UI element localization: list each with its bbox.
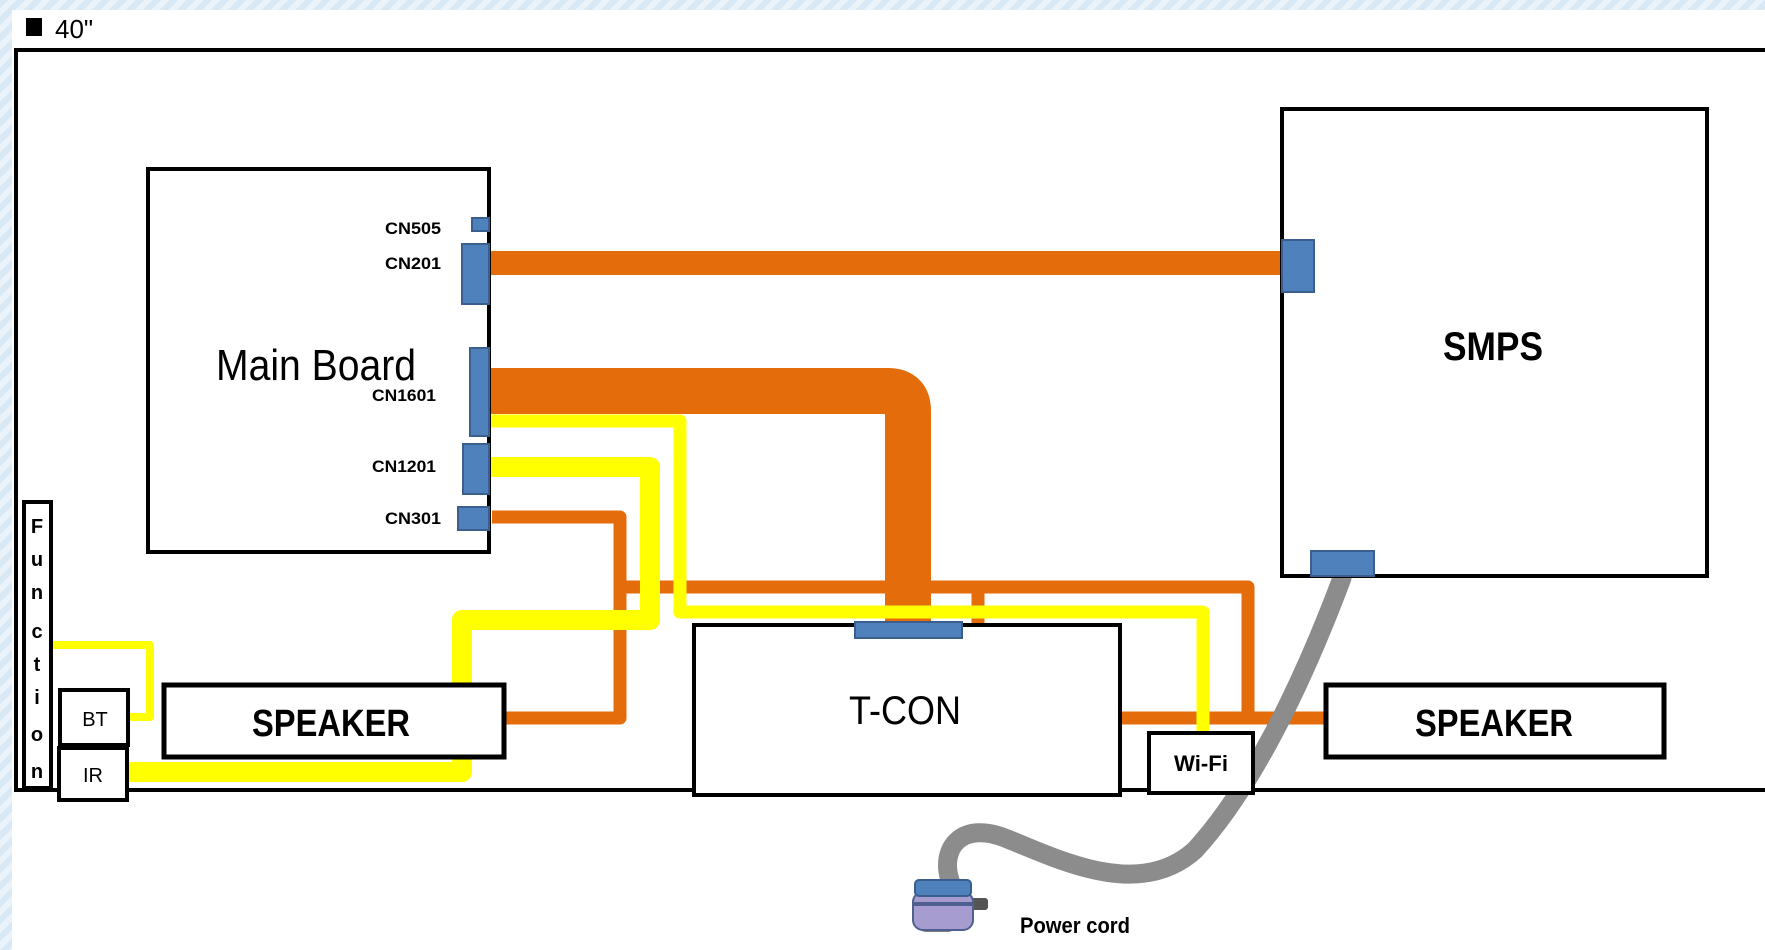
tcon-box [692, 623, 1122, 797]
connector-cn301 [457, 506, 490, 531]
bt-box [58, 688, 130, 747]
power-plug-icon [912, 879, 988, 932]
svg-text:t: t [34, 654, 41, 676]
cable-cn1601-wifi [490, 414, 1210, 740]
speaker-right-label: SPEAKER [1415, 703, 1573, 745]
connector-cn505 [471, 217, 490, 232]
ir-box [57, 746, 129, 802]
power-cord-label: Power cord [1020, 913, 1130, 938]
connector-smps-power [1310, 550, 1375, 577]
connector-cn201 [461, 243, 490, 305]
connector-smps-input [1281, 239, 1315, 293]
svg-text:n: n [31, 761, 43, 783]
svg-text:n: n [31, 582, 43, 604]
smps-box [1280, 107, 1709, 578]
function-strip-box [22, 500, 53, 790]
speaker-left-label: SPEAKER [252, 703, 410, 745]
connector-cn1201 [462, 443, 490, 495]
svg-text:F: F [31, 516, 43, 538]
cn1601-label: CN1601 [372, 386, 436, 405]
svg-text:c: c [31, 621, 42, 643]
connectors [457, 217, 1375, 639]
cn301-label: CN301 [385, 509, 441, 528]
wifi-label: Wi-Fi [1174, 751, 1228, 776]
cable-function-bt [50, 641, 154, 721]
cable-cn1601-tcon [490, 368, 931, 622]
cn505-label: CN505 [385, 219, 441, 238]
main-board-box [146, 167, 491, 554]
header-title: 40" [55, 14, 93, 44]
wifi-box [1147, 731, 1255, 795]
connector-cn1601 [469, 347, 490, 437]
speaker-right-box [1323, 682, 1667, 760]
ir-label: IR [83, 765, 103, 787]
cn201-label: CN201 [385, 254, 441, 273]
function-strip-label: F u n c t i o n [31, 516, 43, 783]
cn1201-label: CN1201 [372, 457, 436, 476]
connector-labels: CN505 CN201 CN1601 CN1201 CN301 [372, 219, 441, 528]
power-cord-cable [938, 568, 1352, 890]
cable-cn1201-ir [126, 457, 660, 782]
main-board-label: Main Board [216, 341, 416, 390]
svg-text:i: i [34, 687, 40, 709]
svg-text:u: u [31, 549, 43, 571]
speaker-left-box [161, 682, 507, 760]
bt-label: BT [82, 709, 108, 731]
tcon-label: T-CON [849, 689, 961, 733]
connector-tcon [854, 621, 963, 639]
smps-label: SMPS [1443, 325, 1543, 369]
header-square-icon [26, 18, 42, 36]
svg-text:o: o [31, 724, 43, 746]
